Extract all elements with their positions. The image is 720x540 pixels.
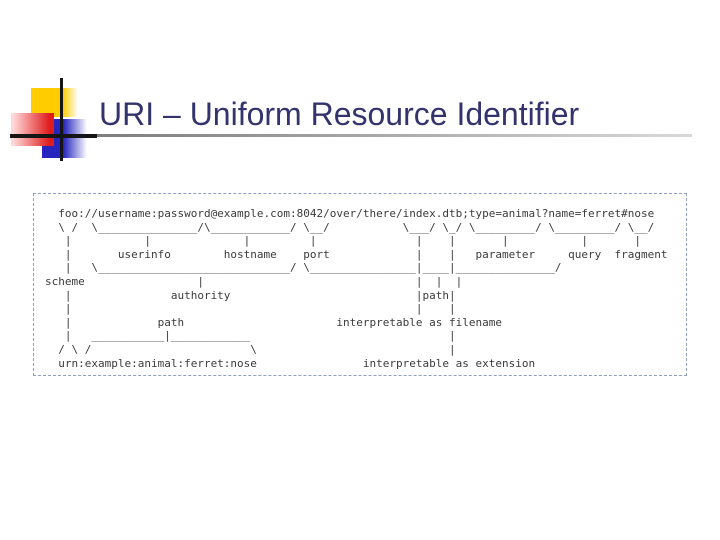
page-title: URI – Uniform Resource Identifier xyxy=(99,96,580,132)
decor-red-square xyxy=(11,113,54,146)
decor-horizontal-line xyxy=(10,134,97,138)
decor-yellow-square xyxy=(31,88,78,117)
decor-vertical-line xyxy=(60,78,63,161)
title-underline-rule xyxy=(97,134,692,137)
uri-ascii-diagram: foo://username:password@example.com:8042… xyxy=(45,207,668,370)
uri-diagram-panel: foo://username:password@example.com:8042… xyxy=(33,193,687,376)
